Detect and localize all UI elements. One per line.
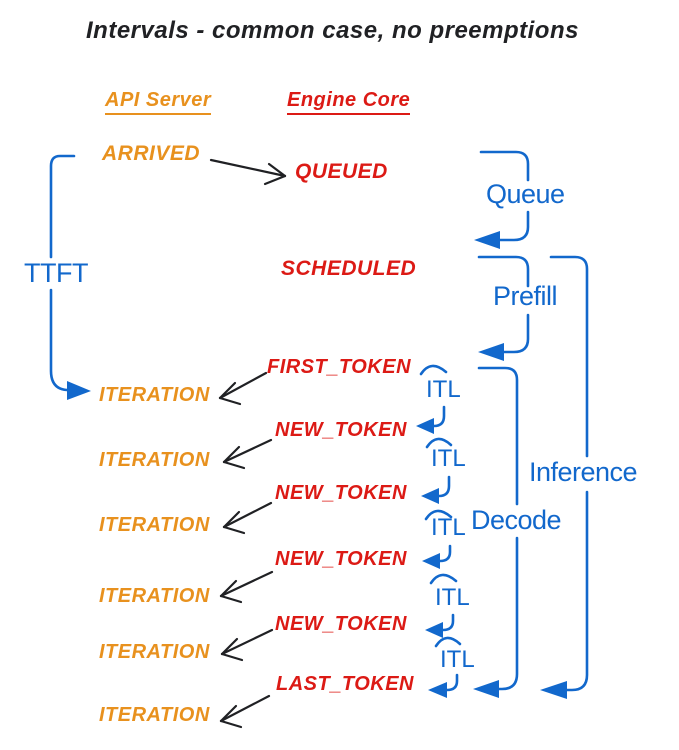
itl-bracket-4 [425, 573, 458, 638]
event-new-token-1: NEW_TOKEN [275, 419, 407, 441]
column-header-engine-core: Engine Core [287, 90, 411, 115]
event-new-token-4: NEW_TOKEN [275, 613, 407, 635]
arrow-first-token-to-iteration [218, 371, 268, 406]
interval-label-itl-3: ITL [431, 514, 466, 541]
event-iteration-2: ITERATION [99, 449, 210, 471]
itl-bracket-3 [422, 509, 453, 569]
arrow-new-token-1-to-iteration [222, 438, 273, 470]
event-first-token: FIRST_TOKEN [267, 356, 412, 378]
event-arrived: ARRIVED [102, 142, 201, 165]
itl-bracket-2 [421, 437, 453, 504]
interval-label-itl-4: ITL [435, 584, 470, 611]
event-scheduled: SCHEDULED [281, 257, 417, 280]
event-last-token: LAST_TOKEN [276, 673, 414, 695]
event-new-token-3: NEW_TOKEN [275, 548, 407, 570]
event-iteration-5: ITERATION [99, 641, 210, 663]
event-new-token-2: NEW_TOKEN [275, 482, 407, 504]
interval-label-ttft: TTFT [24, 258, 88, 288]
ttft-bracket [49, 154, 91, 400]
column-header-api-server: API Server [105, 90, 212, 115]
event-iteration-4: ITERATION [99, 585, 210, 607]
interval-label-decode: Decode [471, 505, 562, 535]
arrow-new-token-2-to-iteration [222, 501, 273, 535]
interval-label-itl-5: ITL [440, 646, 475, 673]
interval-label-inference: Inference [529, 457, 638, 487]
arrow-arrived-to-queued [209, 158, 287, 186]
event-queued: QUEUED [295, 160, 388, 183]
itl-bracket-1 [416, 364, 448, 434]
interval-label-itl-2: ITL [431, 445, 466, 472]
inference-bracket [540, 255, 589, 699]
interval-label-prefill: Prefill [493, 281, 558, 311]
arrow-last-token-to-iteration [219, 694, 271, 729]
arrow-new-token-4-to-iteration [220, 628, 274, 662]
itl-bracket-5 [428, 636, 462, 698]
decode-bracket [473, 366, 519, 698]
event-iteration-6: ITERATION [99, 704, 210, 726]
interval-label-itl-1: ITL [426, 376, 461, 403]
prefill-bracket [477, 255, 530, 361]
arrow-new-token-3-to-iteration [219, 570, 274, 604]
queue-bracket [474, 150, 530, 249]
event-iteration-1: ITERATION [99, 384, 210, 406]
event-iteration-3: ITERATION [99, 514, 210, 536]
interval-label-queue: Queue [486, 179, 565, 209]
page-title: Intervals - common case, no preemptions [86, 17, 579, 44]
